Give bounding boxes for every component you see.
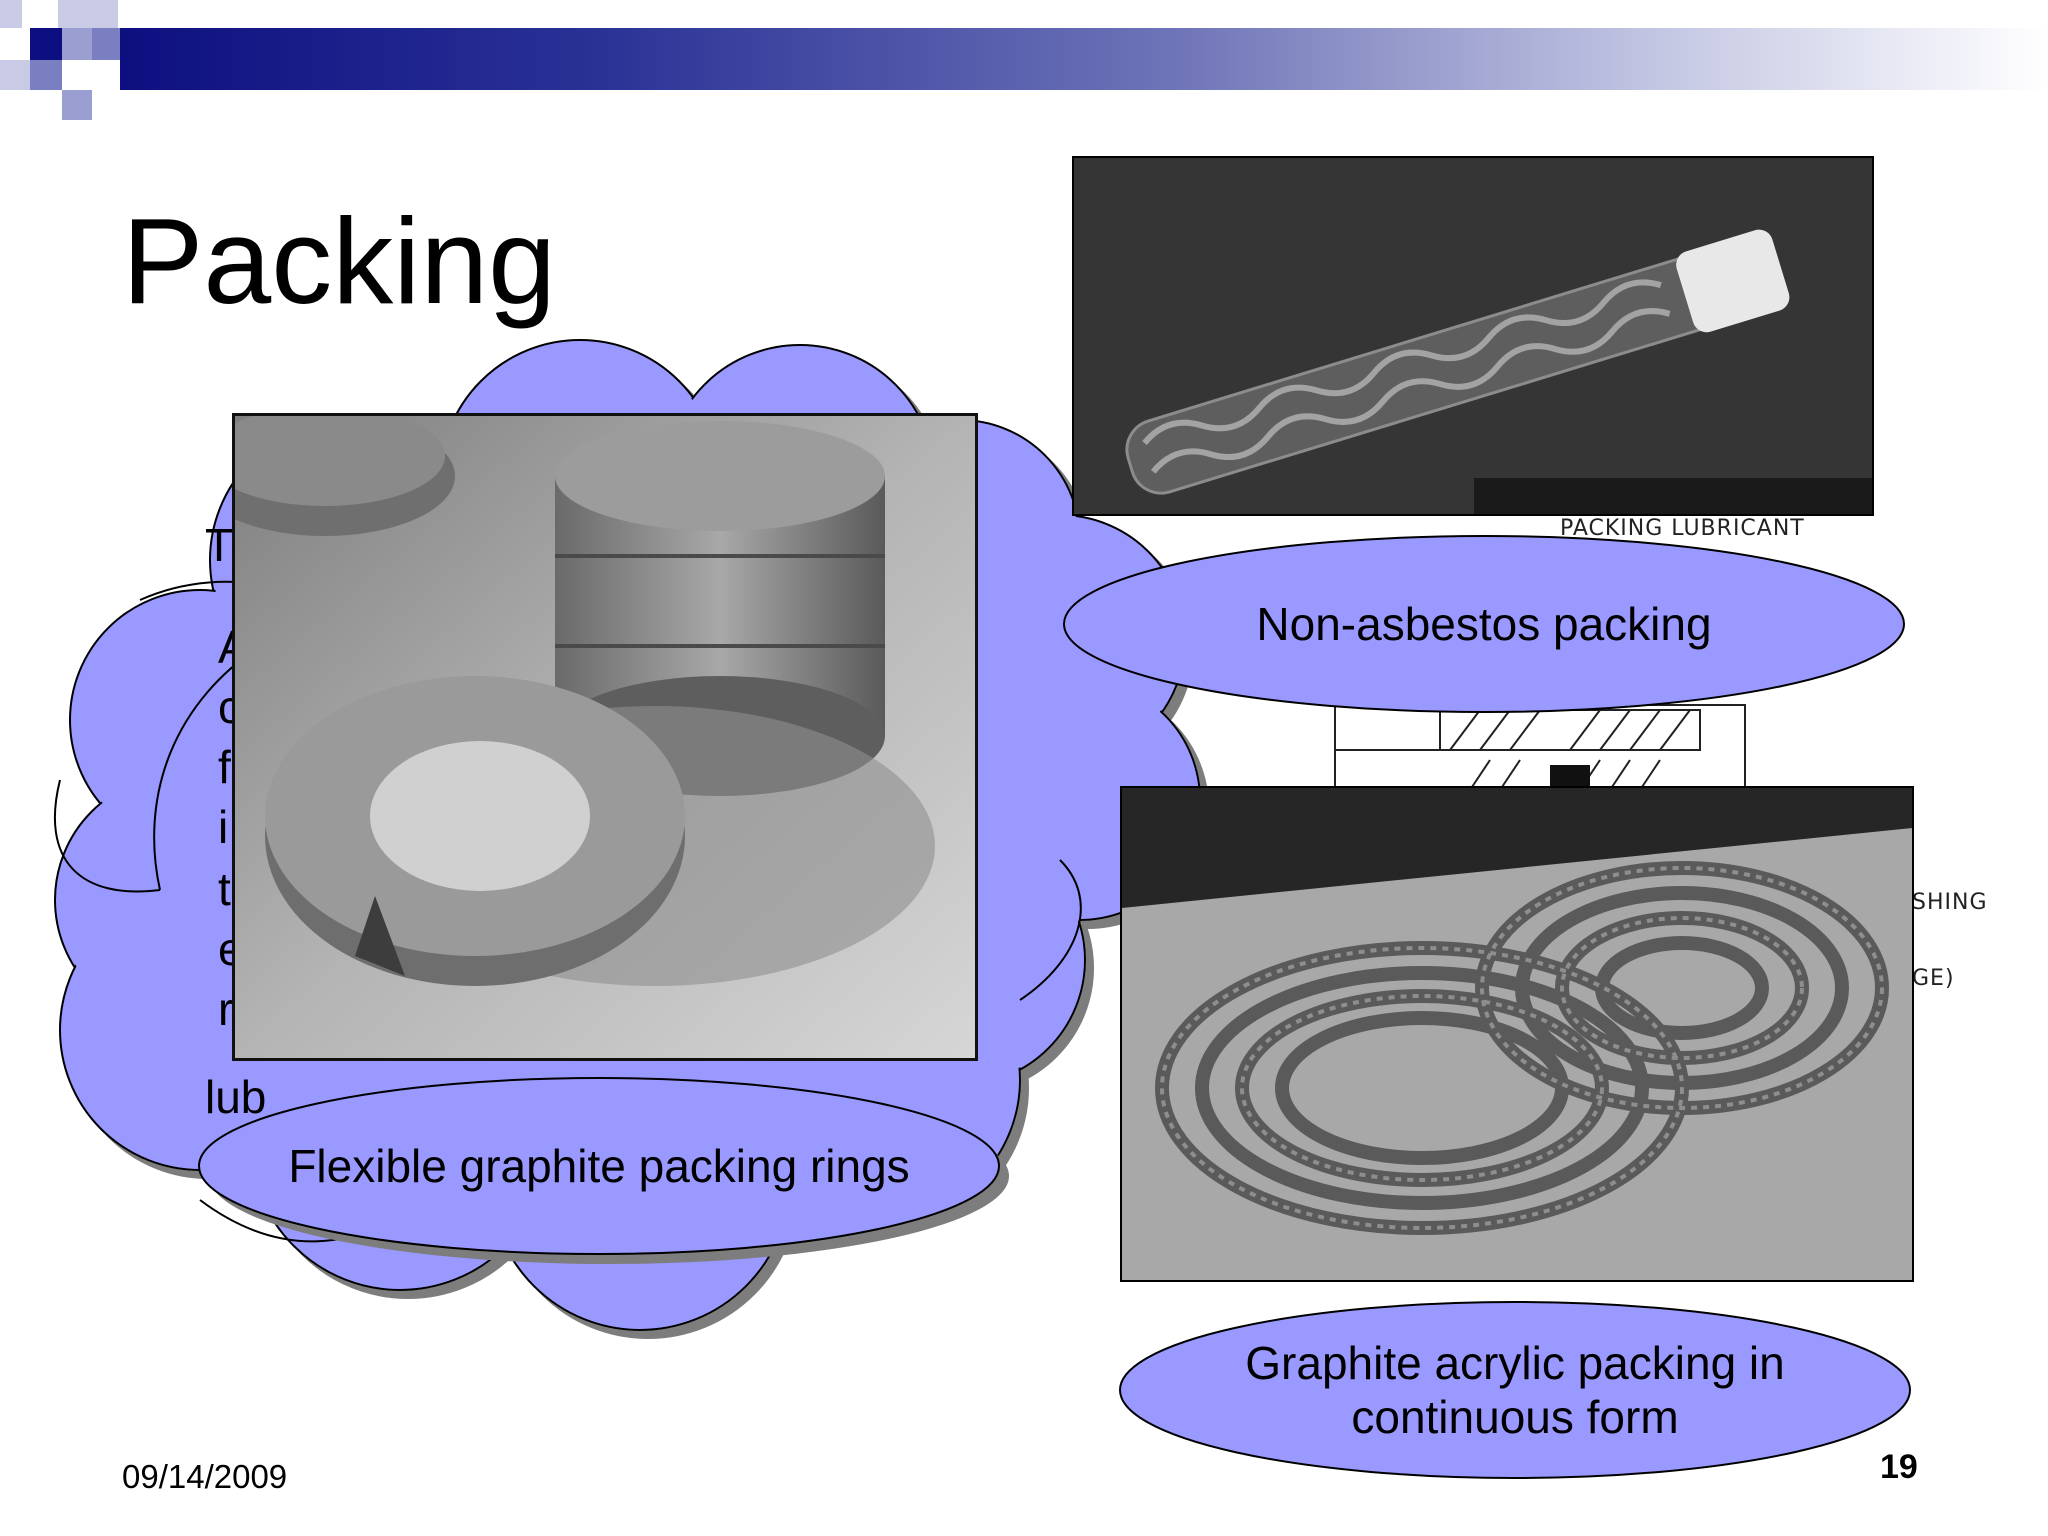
non-asbestos-packing-photo <box>1072 156 1874 516</box>
header-squares-logo <box>0 0 120 120</box>
diagram-label-lubricant: PACKING LUBRICANT <box>1560 516 1805 541</box>
cloud-text-fragment: lub <box>205 1071 267 1123</box>
cloud-text-fragment: t <box>218 863 231 915</box>
slide-title: Packing <box>122 193 557 329</box>
cloud-text-fragment: T <box>205 519 234 571</box>
cloud-text-fragment: f <box>218 741 231 793</box>
caption-rings: Flexible graphite packing rings <box>288 1139 910 1192</box>
header-gradient-bar <box>120 28 2048 90</box>
caption-non-asbestos: Non-asbestos packing <box>1256 597 1712 650</box>
graphite-acrylic-coil-photo <box>1120 786 1914 1282</box>
cloud-text-fragment: i <box>218 801 229 853</box>
caption-continuous-line1: Graphite acrylic packing in <box>1245 1336 1785 1389</box>
caption-continuous-line2: continuous form <box>1351 1391 1679 1443</box>
slide-number: 19 <box>1880 1448 1918 1486</box>
cloud-text-fragment: r <box>218 983 234 1035</box>
footer-date: 09/14/2009 <box>122 1458 288 1495</box>
graphite-rings-photo <box>232 413 978 1061</box>
caption-continuous: Graphite acrylic packing in continuous f… <box>1130 1328 1900 1452</box>
packing-gland-diagram <box>1334 704 1746 796</box>
diagram-label-bushing: SHING <box>1912 890 1988 915</box>
diagram-label-gland: GE) <box>1912 966 1955 991</box>
